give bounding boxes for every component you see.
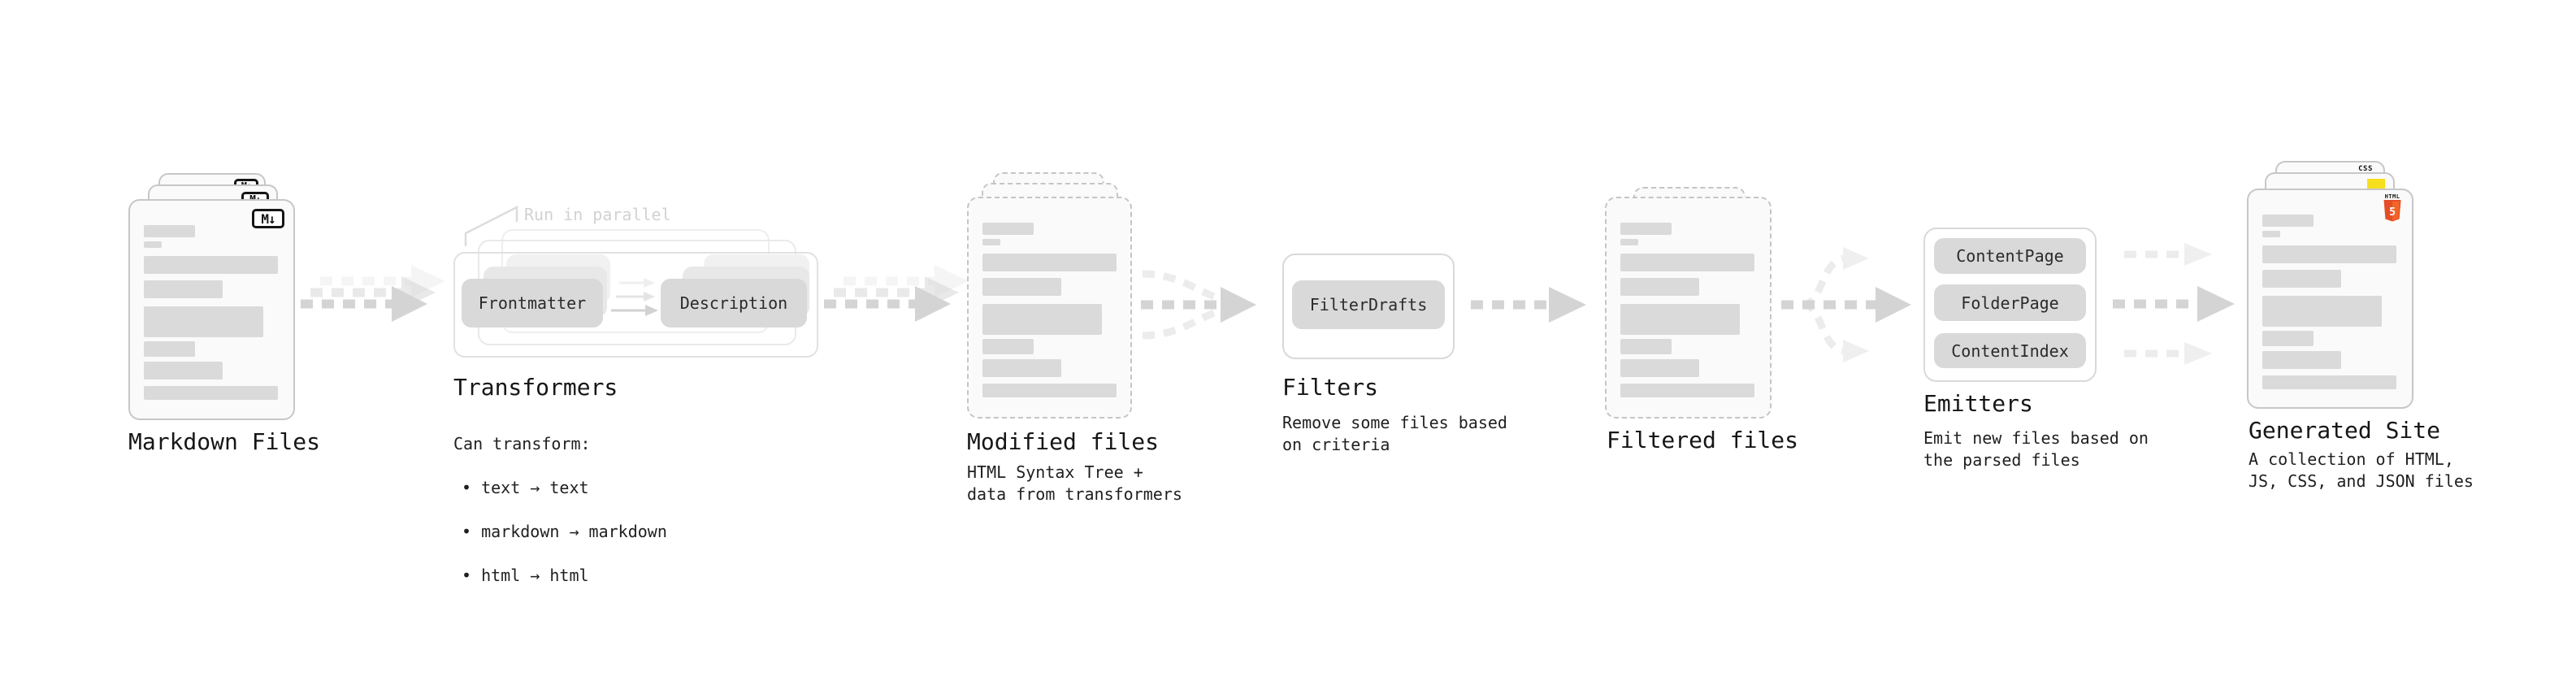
modified-files-section (967, 172, 1134, 420)
skeleton-line (1620, 254, 1754, 271)
filters-description: Remove some files based on criteria (1282, 413, 1507, 454)
skeleton-line (982, 384, 1117, 397)
emitters-description: Emit new files based on the parsed files (1923, 428, 2149, 470)
skeleton-line (2262, 375, 2396, 389)
skeleton-line (144, 341, 195, 357)
skeleton-line (2262, 270, 2341, 288)
emitters-section: ContentPage FolderPage ContentIndex (1923, 228, 2118, 390)
document-card: HTML 5 (2247, 189, 2413, 409)
section-label-markdown-files: Markdown Files (128, 428, 321, 455)
emitter-folderpage-box: FolderPage (1934, 284, 2086, 321)
transformers-bullet: • markdown → markdown (462, 522, 667, 541)
generated-site-section: CSS HTML 5 (2247, 161, 2414, 409)
transformers-bullet: • html → html (462, 566, 589, 585)
html5-label: HTML (2384, 193, 2400, 200)
skeleton-line (1620, 239, 1638, 245)
emitter-contentindex-box: ContentIndex (1934, 333, 2086, 368)
skeleton-line (1620, 223, 1672, 235)
filters-section: FilterDrafts (1282, 254, 1469, 367)
skeleton-line (982, 339, 1034, 354)
section-label-generated-site: Generated Site (2249, 417, 2441, 444)
skeleton-line (982, 223, 1034, 235)
skeleton-line (2262, 215, 2314, 227)
skeleton-line (982, 359, 1061, 377)
transformer-layer-outline (453, 252, 818, 358)
skeleton-line (144, 306, 263, 337)
parallel-arrows (2113, 243, 2235, 365)
skeleton-line (144, 386, 278, 400)
skeleton-line (144, 280, 223, 298)
js-icon (2367, 179, 2385, 189)
markdown-files-section: M↓ M↓ M↓ (128, 173, 295, 420)
mini-arrows-icon (611, 278, 658, 316)
skeleton-line (2262, 245, 2396, 263)
html5-icon: HTML 5 (2382, 193, 2403, 226)
skeleton-line (982, 304, 1102, 335)
skeleton-line (982, 239, 1000, 245)
markdown-icon: M↓ (252, 209, 284, 228)
section-label-filtered-files: Filtered files (1607, 427, 1799, 453)
skeleton-line (2262, 351, 2341, 369)
document-card (1605, 197, 1772, 419)
filter-drafts-box: FilterDrafts (1292, 280, 1445, 329)
skeleton-line (2262, 231, 2280, 237)
skeleton-line (144, 225, 195, 237)
skeleton-line (1620, 359, 1699, 377)
html5-shield-icon: 5 (2383, 200, 2401, 222)
flow-arrow (824, 265, 969, 322)
html5-number: 5 (2389, 206, 2396, 219)
generated-site-description: A collection of HTML, JS, CSS, and JSON … (2249, 449, 2474, 491)
transformers-section: Run in parallel Frontmatter Description (453, 195, 835, 358)
skeleton-line (1620, 384, 1754, 397)
css-label: CSS (2358, 165, 2373, 173)
flow-arrow (1471, 287, 1586, 323)
emitter-contentpage-box: ContentPage (1934, 238, 2086, 274)
transformer-frontmatter-box: Frontmatter (462, 279, 603, 327)
split-arrow (1781, 247, 1911, 362)
skeleton-line (1620, 304, 1740, 335)
skeleton-line (982, 278, 1061, 296)
flow-arrow (301, 265, 445, 322)
skeleton-line (1620, 339, 1672, 354)
transformers-desc-title: Can transform: (453, 434, 591, 453)
skeleton-line (2262, 331, 2314, 346)
document-card (967, 197, 1132, 419)
transformers-bullet: • text → text (462, 478, 589, 497)
skeleton-line (144, 362, 223, 380)
section-label-modified-files: Modified files (967, 428, 1160, 455)
modified-files-description: HTML Syntax Tree + data from transformer… (967, 462, 1182, 504)
callout-line (464, 205, 518, 246)
filtered-files-section (1605, 187, 1772, 420)
skeleton-line (982, 254, 1117, 271)
section-label-transformers: Transformers (453, 374, 618, 401)
transformer-description-box: Description (661, 279, 807, 327)
transformers-description: Can transform: • text → text • markdown … (453, 411, 667, 609)
skeleton-line (144, 241, 162, 248)
skeleton-line (1620, 278, 1699, 296)
skeleton-line (144, 256, 278, 274)
merge-arrow (1141, 270, 1256, 340)
section-label-filters: Filters (1282, 374, 1379, 401)
section-label-emitters: Emitters (1923, 390, 2033, 417)
document-card: M↓ (128, 199, 295, 420)
skeleton-line (2262, 296, 2382, 327)
run-in-parallel-note: Run in parallel (524, 205, 671, 224)
